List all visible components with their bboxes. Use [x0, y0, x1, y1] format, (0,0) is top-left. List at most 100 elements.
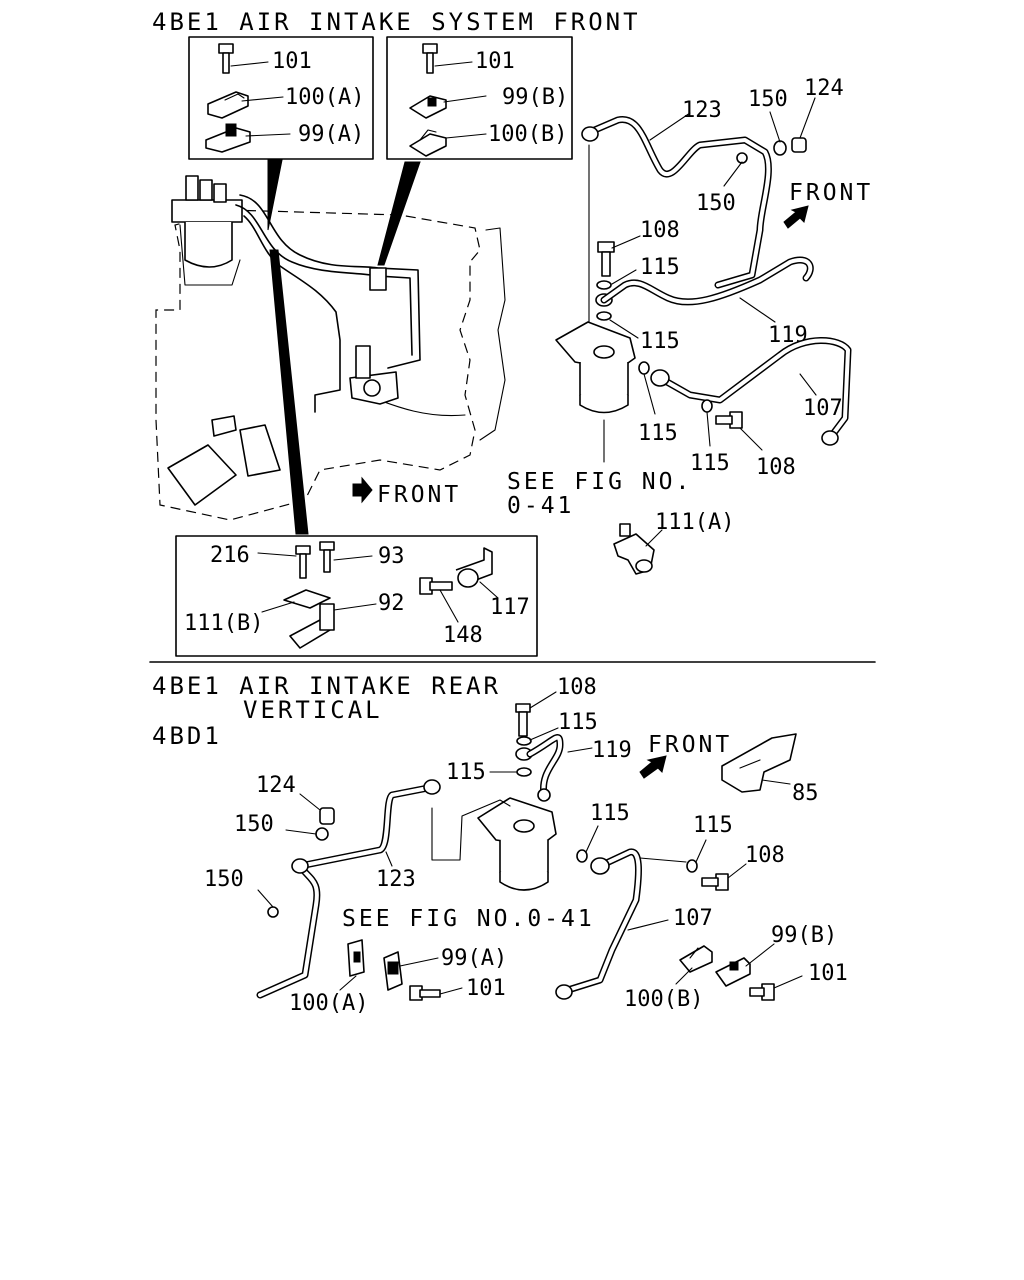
- clip-99a-icon: [205, 123, 251, 153]
- callout-label: 101: [466, 976, 506, 1001]
- washer-150-icon: [267, 906, 279, 918]
- bolt-101-bottom-icon: [749, 983, 775, 1001]
- callout-label: 85: [792, 781, 819, 806]
- callout-label: 99(B): [771, 923, 837, 948]
- bolt-93-icon: [319, 541, 335, 573]
- see-fig-note: SEE FIG NO.0-41: [342, 906, 595, 932]
- washer-115-icon: [516, 736, 532, 746]
- bolt-108-icon: [597, 241, 615, 277]
- see-fig-note: SEE FIG NO.: [507, 469, 692, 495]
- callout-label: 150: [696, 191, 736, 216]
- pipe-107-bottom: [555, 848, 642, 1000]
- bottom-section-title-line1: 4BE1 AIR INTAKE REAR: [152, 672, 501, 700]
- clip-99b-bottom-icon: [715, 957, 751, 987]
- washer-115-icon: [638, 361, 650, 375]
- cap-nut-124-icon: [791, 137, 807, 153]
- front-arrow-icon: [352, 476, 373, 504]
- front-arrow-icon: [783, 205, 809, 229]
- bracket-92-icon: [289, 603, 335, 649]
- callout-label: 108: [745, 843, 785, 868]
- callout-label: 124: [804, 76, 844, 101]
- cap-nut-124-icon: [319, 807, 335, 825]
- bolt-216-icon: [295, 545, 311, 579]
- callout-label: 123: [682, 98, 722, 123]
- callout-label: 115: [693, 813, 733, 838]
- callout-label: 99(A): [298, 122, 364, 147]
- callout-label: 101: [808, 961, 848, 986]
- leader-wedge: [267, 159, 283, 231]
- front-label: FRONT: [377, 482, 461, 508]
- leader-wedge: [377, 161, 421, 266]
- callout-label: 117: [490, 595, 530, 620]
- callout-label: 115: [590, 801, 630, 826]
- callout-label: 101: [475, 49, 515, 74]
- pipe-123: [581, 116, 772, 289]
- bracket-85-icon: [721, 733, 797, 793]
- callout-label: 216: [210, 543, 250, 568]
- bracket-111b-icon: [283, 589, 331, 609]
- bottom-section-title-line2: VERTICAL: [243, 696, 383, 724]
- fuel-filter-bottom-icon: [477, 797, 557, 891]
- fuel-filter-icon: [555, 321, 636, 414]
- washer-115-icon: [516, 767, 532, 777]
- washer-115-icon: [686, 859, 698, 873]
- washer-115-icon: [576, 849, 588, 863]
- washer-115-icon: [701, 399, 713, 413]
- clip-111a-icon: [613, 523, 655, 575]
- clip-100a-icon: [207, 91, 249, 119]
- callout-label: 115: [640, 329, 680, 354]
- callout-label: 100(A): [289, 991, 368, 1016]
- callout-label: 119: [592, 738, 632, 763]
- callout-label: 111(A): [655, 510, 734, 535]
- bolt-101-bottom-icon: [409, 985, 441, 1001]
- callout-label: 148: [443, 623, 483, 648]
- washer-115-icon: [596, 311, 612, 321]
- callout-label: 93: [378, 544, 405, 569]
- bolt-101-icon: [422, 43, 438, 74]
- callout-label: 115: [638, 421, 678, 446]
- top-section-title: 4BE1 AIR INTAKE SYSTEM FRONT: [152, 8, 641, 36]
- callout-label: 115: [690, 451, 730, 476]
- callout-label: 115: [446, 760, 486, 785]
- front-label: FRONT: [648, 732, 732, 758]
- washer-150-icon: [315, 827, 329, 841]
- clip-99b-icon: [409, 95, 447, 119]
- clamp-117-icon: [455, 547, 493, 588]
- callout-label: 92: [378, 591, 405, 616]
- callout-label: 107: [803, 396, 843, 421]
- washer-115-icon: [596, 280, 612, 290]
- callout-label: 150: [204, 867, 244, 892]
- clip-100a-bottom-icon: [347, 939, 365, 977]
- see-fig-note: 0-41: [507, 493, 574, 519]
- callout-label: 150: [234, 812, 274, 837]
- fuel-filter-small-icon: [349, 345, 399, 405]
- clip-100b-icon: [409, 129, 447, 157]
- callout-label: 123: [376, 867, 416, 892]
- bolt-148-icon: [419, 577, 453, 595]
- center-line: [431, 799, 511, 861]
- callout-label: 100(B): [488, 122, 567, 147]
- intake-pipe-icon: [167, 415, 281, 506]
- pipe-119-bottom: [526, 734, 564, 802]
- detail-box-clip-a: 101 100(A) 99(A): [188, 36, 374, 160]
- callout-label: 111(B): [184, 611, 263, 636]
- callout-label: 150: [748, 87, 788, 112]
- clip-icon: [369, 267, 387, 291]
- detail-box-clip-b: 101 99(B) 100(B): [386, 36, 573, 160]
- bottom-section-title-line3: 4BD1: [152, 722, 222, 750]
- pipe-123-bottom: [256, 779, 441, 999]
- callout-label: 99(B): [502, 85, 568, 110]
- callout-label: 100(B): [624, 987, 703, 1012]
- bolt-101-icon: [218, 43, 234, 74]
- callout-label: 100(A): [285, 85, 364, 110]
- callout-label: 107: [673, 906, 713, 931]
- detail-box-bracket: 216 93 111(B) 92 148 117: [175, 535, 538, 657]
- bolt-108-icon: [715, 411, 743, 429]
- injection-pump-icon: [171, 175, 243, 268]
- washer-150-icon: [773, 140, 787, 156]
- front-label: FRONT: [789, 180, 873, 206]
- callout-label: 115: [640, 255, 680, 280]
- callout-label: 108: [756, 455, 796, 480]
